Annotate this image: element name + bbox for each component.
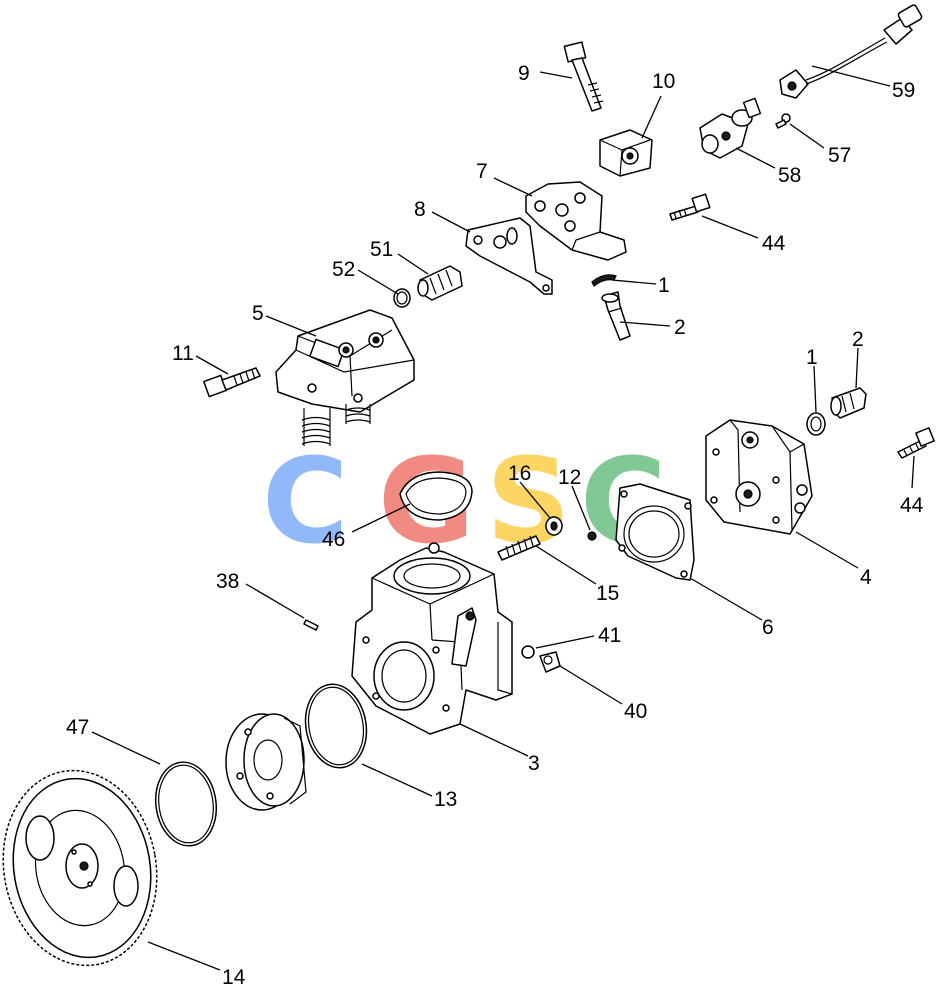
callout-14: 14	[222, 966, 246, 989]
callout-52: 52	[332, 258, 355, 281]
callout-7: 7	[476, 160, 488, 183]
callout-40: 40	[624, 700, 647, 723]
part-oring-41	[521, 645, 535, 659]
part-bolt-44-upper	[669, 193, 711, 221]
part-gasket-8	[465, 217, 553, 295]
callout-58: 58	[778, 164, 801, 187]
callout-5: 5	[252, 302, 264, 325]
callout-51: 51	[370, 238, 393, 261]
callout-46: 46	[322, 528, 345, 551]
callout-9: 9	[518, 62, 530, 85]
part-gear-14	[2, 769, 158, 967]
part-plate-7	[525, 181, 627, 261]
part-oring-47	[154, 761, 218, 847]
callout-13: 13	[434, 788, 457, 811]
part-bushing-16	[545, 516, 563, 536]
callout-16: 16	[508, 462, 531, 485]
part-fitting-2-right	[830, 387, 867, 419]
part-stud-15	[497, 535, 541, 561]
callout-4: 4	[860, 566, 872, 589]
part-bracket-10	[599, 129, 653, 177]
part-bolt-9	[563, 41, 604, 112]
part-pump-housing-4	[705, 419, 813, 535]
callout-38: 38	[216, 570, 239, 593]
leader-lines	[91, 65, 915, 971]
part-fitting-51	[417, 265, 463, 301]
callout-15: 15	[596, 582, 619, 605]
watermark-letter-1: C	[262, 432, 349, 570]
part-bolt-11	[203, 367, 261, 398]
callout-labels: 9 10 59 57 58 7 8 44 51 52 1 2 5 11 1 2 …	[66, 62, 924, 989]
part-pump-body-3	[351, 542, 513, 735]
callout-3: 3	[528, 752, 540, 775]
part-washer-52	[393, 288, 411, 308]
callout-2-upper: 2	[674, 316, 686, 339]
callout-47: 47	[66, 716, 89, 739]
callout-12: 12	[558, 466, 581, 489]
callout-8: 8	[414, 198, 426, 221]
part-ball-12	[587, 531, 597, 541]
part-washer-1-right	[806, 412, 826, 436]
part-gasket-46	[399, 471, 473, 521]
callout-6: 6	[762, 616, 774, 639]
callout-41: 41	[598, 624, 621, 647]
callout-1-right: 1	[806, 346, 818, 369]
part-hub	[225, 713, 307, 811]
part-plug-40	[539, 651, 561, 673]
part-solenoid-58	[699, 97, 762, 159]
callout-2-right: 2	[852, 328, 864, 351]
callout-10: 10	[652, 70, 675, 93]
callout-59: 59	[892, 79, 915, 102]
callout-1-upper: 1	[658, 274, 670, 297]
callout-44-upper: 44	[762, 232, 786, 255]
part-oring-13	[304, 683, 368, 769]
part-bolt-44-right	[897, 427, 935, 459]
part-screw-57	[775, 113, 791, 129]
callout-44-right: 44	[900, 494, 924, 517]
part-wire-harness-59	[779, 4, 923, 99]
callout-11: 11	[172, 342, 194, 365]
part-gasket-6	[615, 483, 695, 581]
part-pump-head-5	[275, 309, 415, 446]
part-plunger-2-upper	[601, 291, 631, 341]
part-pin-38	[303, 619, 319, 631]
callout-57: 57	[828, 144, 851, 167]
